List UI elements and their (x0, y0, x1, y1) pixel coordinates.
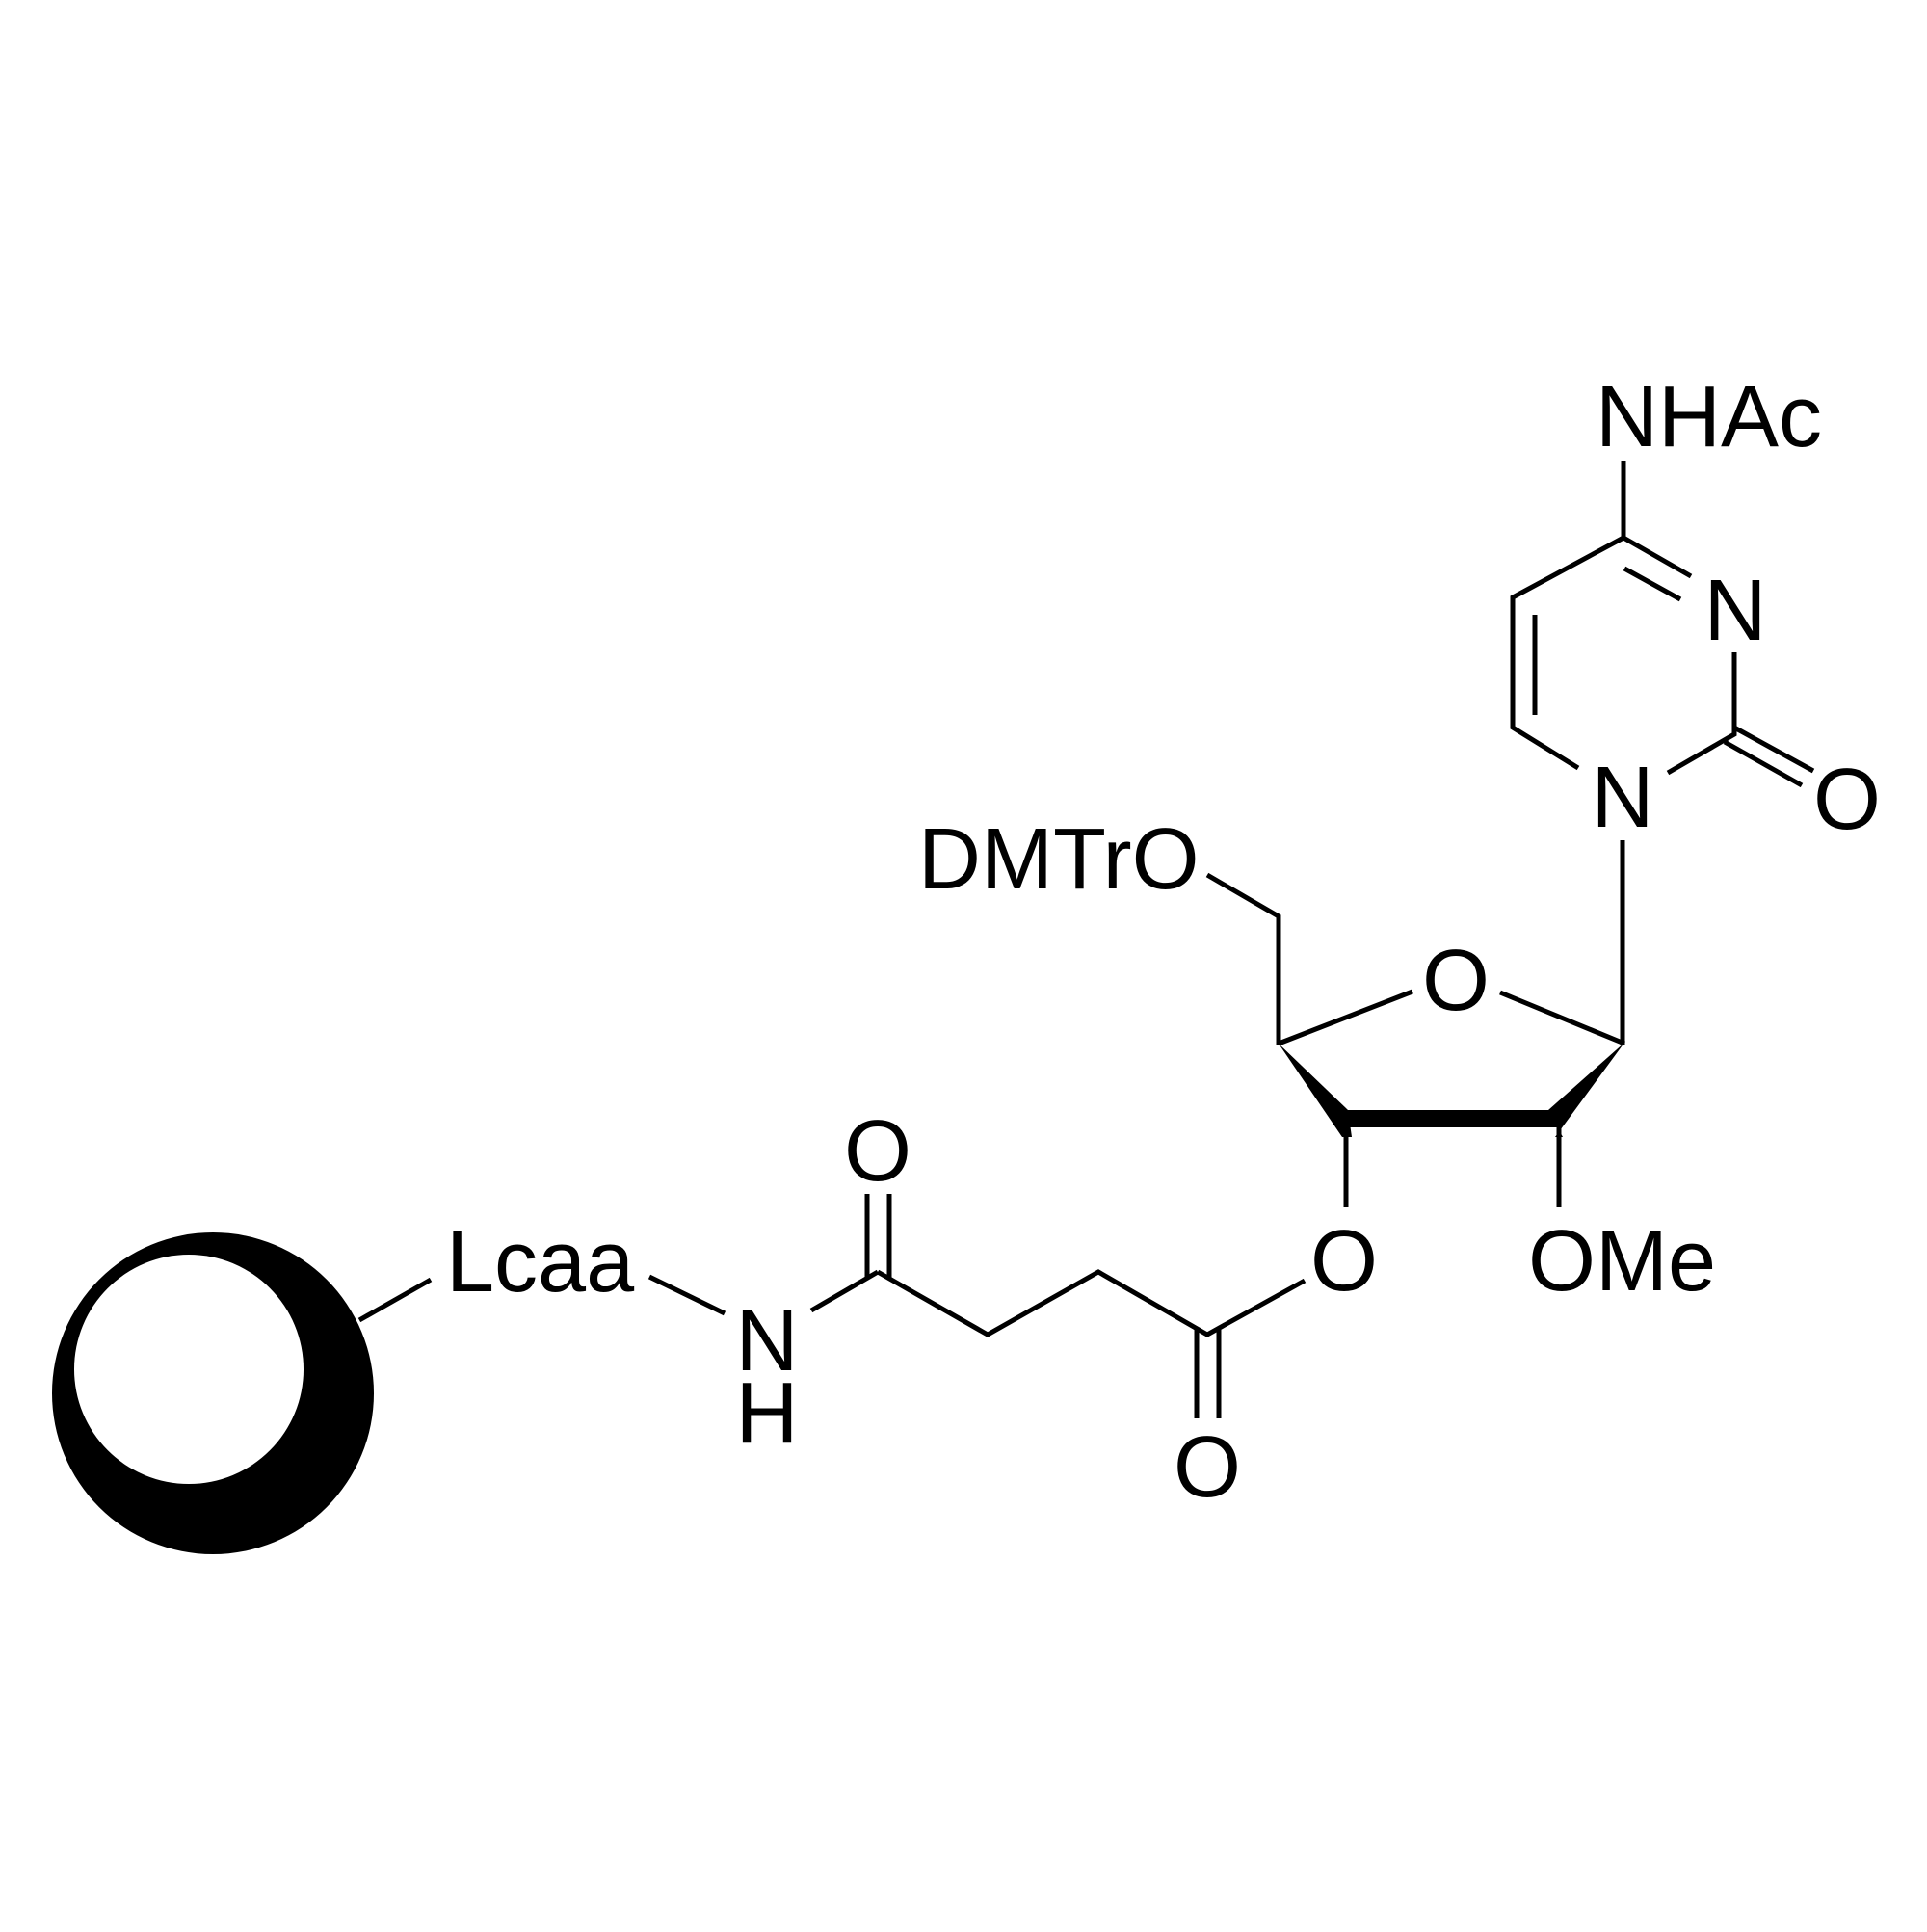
n1-label: N (1592, 750, 1654, 846)
bond-n-amidec (809, 1269, 880, 1313)
bond-c2-o-1 (1732, 725, 1815, 774)
n3-label: N (1704, 563, 1767, 659)
wedge-c1-c2 (1548, 1043, 1624, 1137)
bond-n3-c2-n1 (1666, 652, 1737, 776)
dmtro-label: DMTrO (918, 811, 1200, 908)
bond-c4-n3-inner (1623, 566, 1682, 602)
bond-c2-o-2 (1723, 739, 1804, 788)
bond-bead-lcaa (357, 1277, 433, 1323)
bond-o5-c5-c4 (1205, 872, 1281, 1045)
ome-label: OMe (1528, 1213, 1716, 1310)
lcaa-label: Lcaa (446, 1214, 635, 1310)
o3-prime-label: O (1310, 1213, 1378, 1310)
bond-c4-n3 (1622, 535, 1693, 579)
nhac-label: NHAc (1596, 369, 1822, 465)
amide-n-label: N (736, 1293, 799, 1389)
amide-h-label: H (736, 1365, 799, 1462)
amide-oxygen-label: O (844, 1103, 911, 1200)
bond-o4-c1 (1499, 990, 1625, 1046)
ring-oxygen-label: O (1422, 933, 1490, 1029)
ester-oxygen-label: O (1174, 1419, 1241, 1516)
bond-lcaa-nh (647, 1274, 726, 1316)
bond-c4-o4 (1278, 989, 1413, 1046)
bond-n1-c6-c5-c4 (1510, 535, 1625, 771)
bold-bond-c3-c2 (1348, 1110, 1559, 1127)
succinyl-chain (876, 1269, 1307, 1337)
wedge-c4-c3 (1279, 1044, 1352, 1137)
solid-support-bead-icon (52, 1232, 374, 1554)
c2-oxygen-label: O (1813, 752, 1881, 848)
